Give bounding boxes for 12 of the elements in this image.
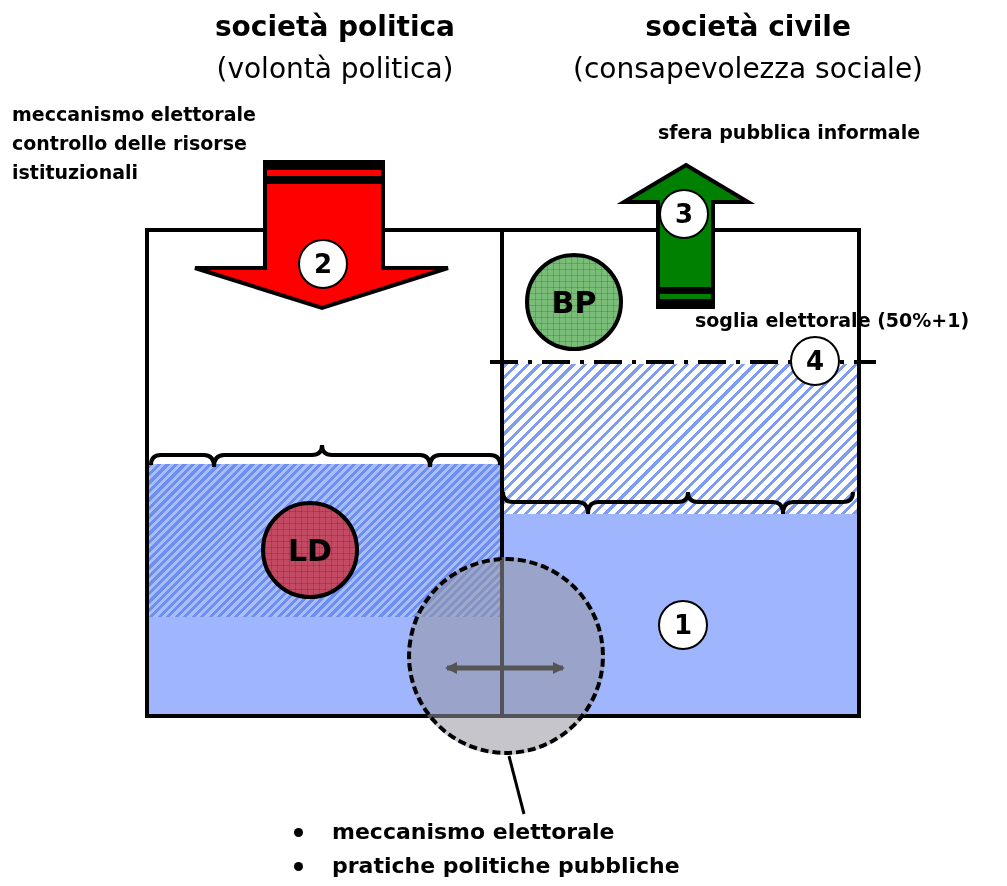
heading: società civile bbox=[644, 10, 852, 43]
heading: società politica bbox=[213, 10, 457, 43]
number-circle: 4 bbox=[790, 336, 840, 386]
caption-text: meccanismo elettorale controllo delle risorse istituzionali bbox=[12, 102, 257, 185]
number-circle: 1 bbox=[658, 600, 708, 650]
bp-circle: BP bbox=[525, 253, 623, 351]
ld-circle: LD bbox=[261, 501, 359, 599]
list-item-text: meccanismo elettorale bbox=[332, 819, 615, 844]
caption-text: sfera pubblica informale bbox=[658, 120, 922, 145]
subheading: (consapevolezza sociale) bbox=[571, 52, 925, 85]
list-item-text: pratiche politiche pubbliche bbox=[332, 853, 680, 878]
leader-line bbox=[507, 755, 526, 815]
